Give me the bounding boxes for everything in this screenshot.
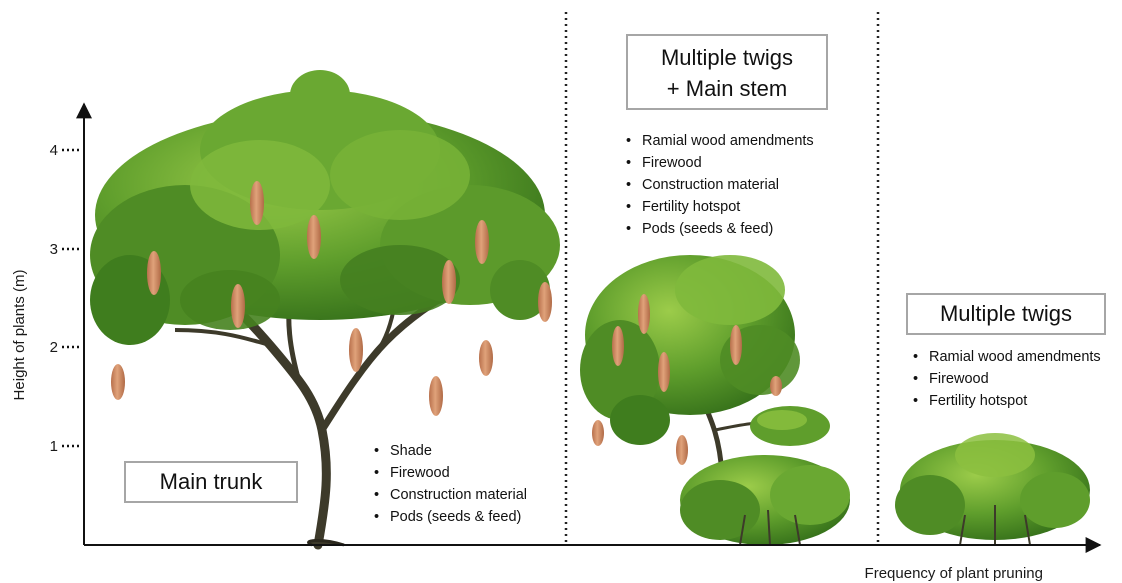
list-item: Fertility hotspot	[911, 390, 1101, 412]
y-tick-label: 2	[50, 339, 58, 356]
y-tick-label: 1	[50, 438, 58, 455]
y-tick-label: 3	[50, 241, 58, 258]
twigs-stem-tree	[580, 255, 850, 545]
list-item: Shade	[372, 440, 527, 462]
twigs-title: Multiple twigs	[940, 301, 1072, 326]
twigs-stem-uses: Ramial wood amendments Firewood Construc…	[624, 130, 814, 240]
twigs-stem-title-box: Multiple twigs + Main stem	[626, 34, 828, 110]
list-item: Firewood	[911, 368, 1101, 390]
main-trunk-uses: Shade Firewood Construction material Pod…	[372, 440, 527, 528]
list-item: Construction material	[372, 484, 527, 506]
y-axis-label: Height of plants (m)	[11, 270, 28, 401]
twigs-stem-title-line1: Multiple twigs	[628, 42, 826, 73]
list-item: Ramial wood amendments	[911, 346, 1101, 368]
main-trunk-title-box: Main trunk	[124, 461, 298, 503]
list-item: Construction material	[624, 174, 814, 196]
main-trunk-title: Main trunk	[160, 469, 263, 494]
list-item: Fertility hotspot	[624, 196, 814, 218]
list-item: Pods (seeds & feed)	[624, 218, 814, 240]
list-item: Firewood	[372, 462, 527, 484]
twigs-stem-title-line2: + Main stem	[628, 73, 826, 104]
y-tick-label: 4	[50, 142, 58, 159]
y-ticks	[62, 150, 82, 446]
twigs-title-box: Multiple twigs	[906, 293, 1106, 335]
x-axis-label: Frequency of plant pruning	[865, 565, 1043, 582]
list-item: Pods (seeds & feed)	[372, 506, 527, 528]
list-item: Firewood	[624, 152, 814, 174]
twigs-uses: Ramial wood amendments Firewood Fertilit…	[911, 346, 1101, 412]
twigs-shrub	[895, 433, 1090, 545]
list-item: Ramial wood amendments	[624, 130, 814, 152]
